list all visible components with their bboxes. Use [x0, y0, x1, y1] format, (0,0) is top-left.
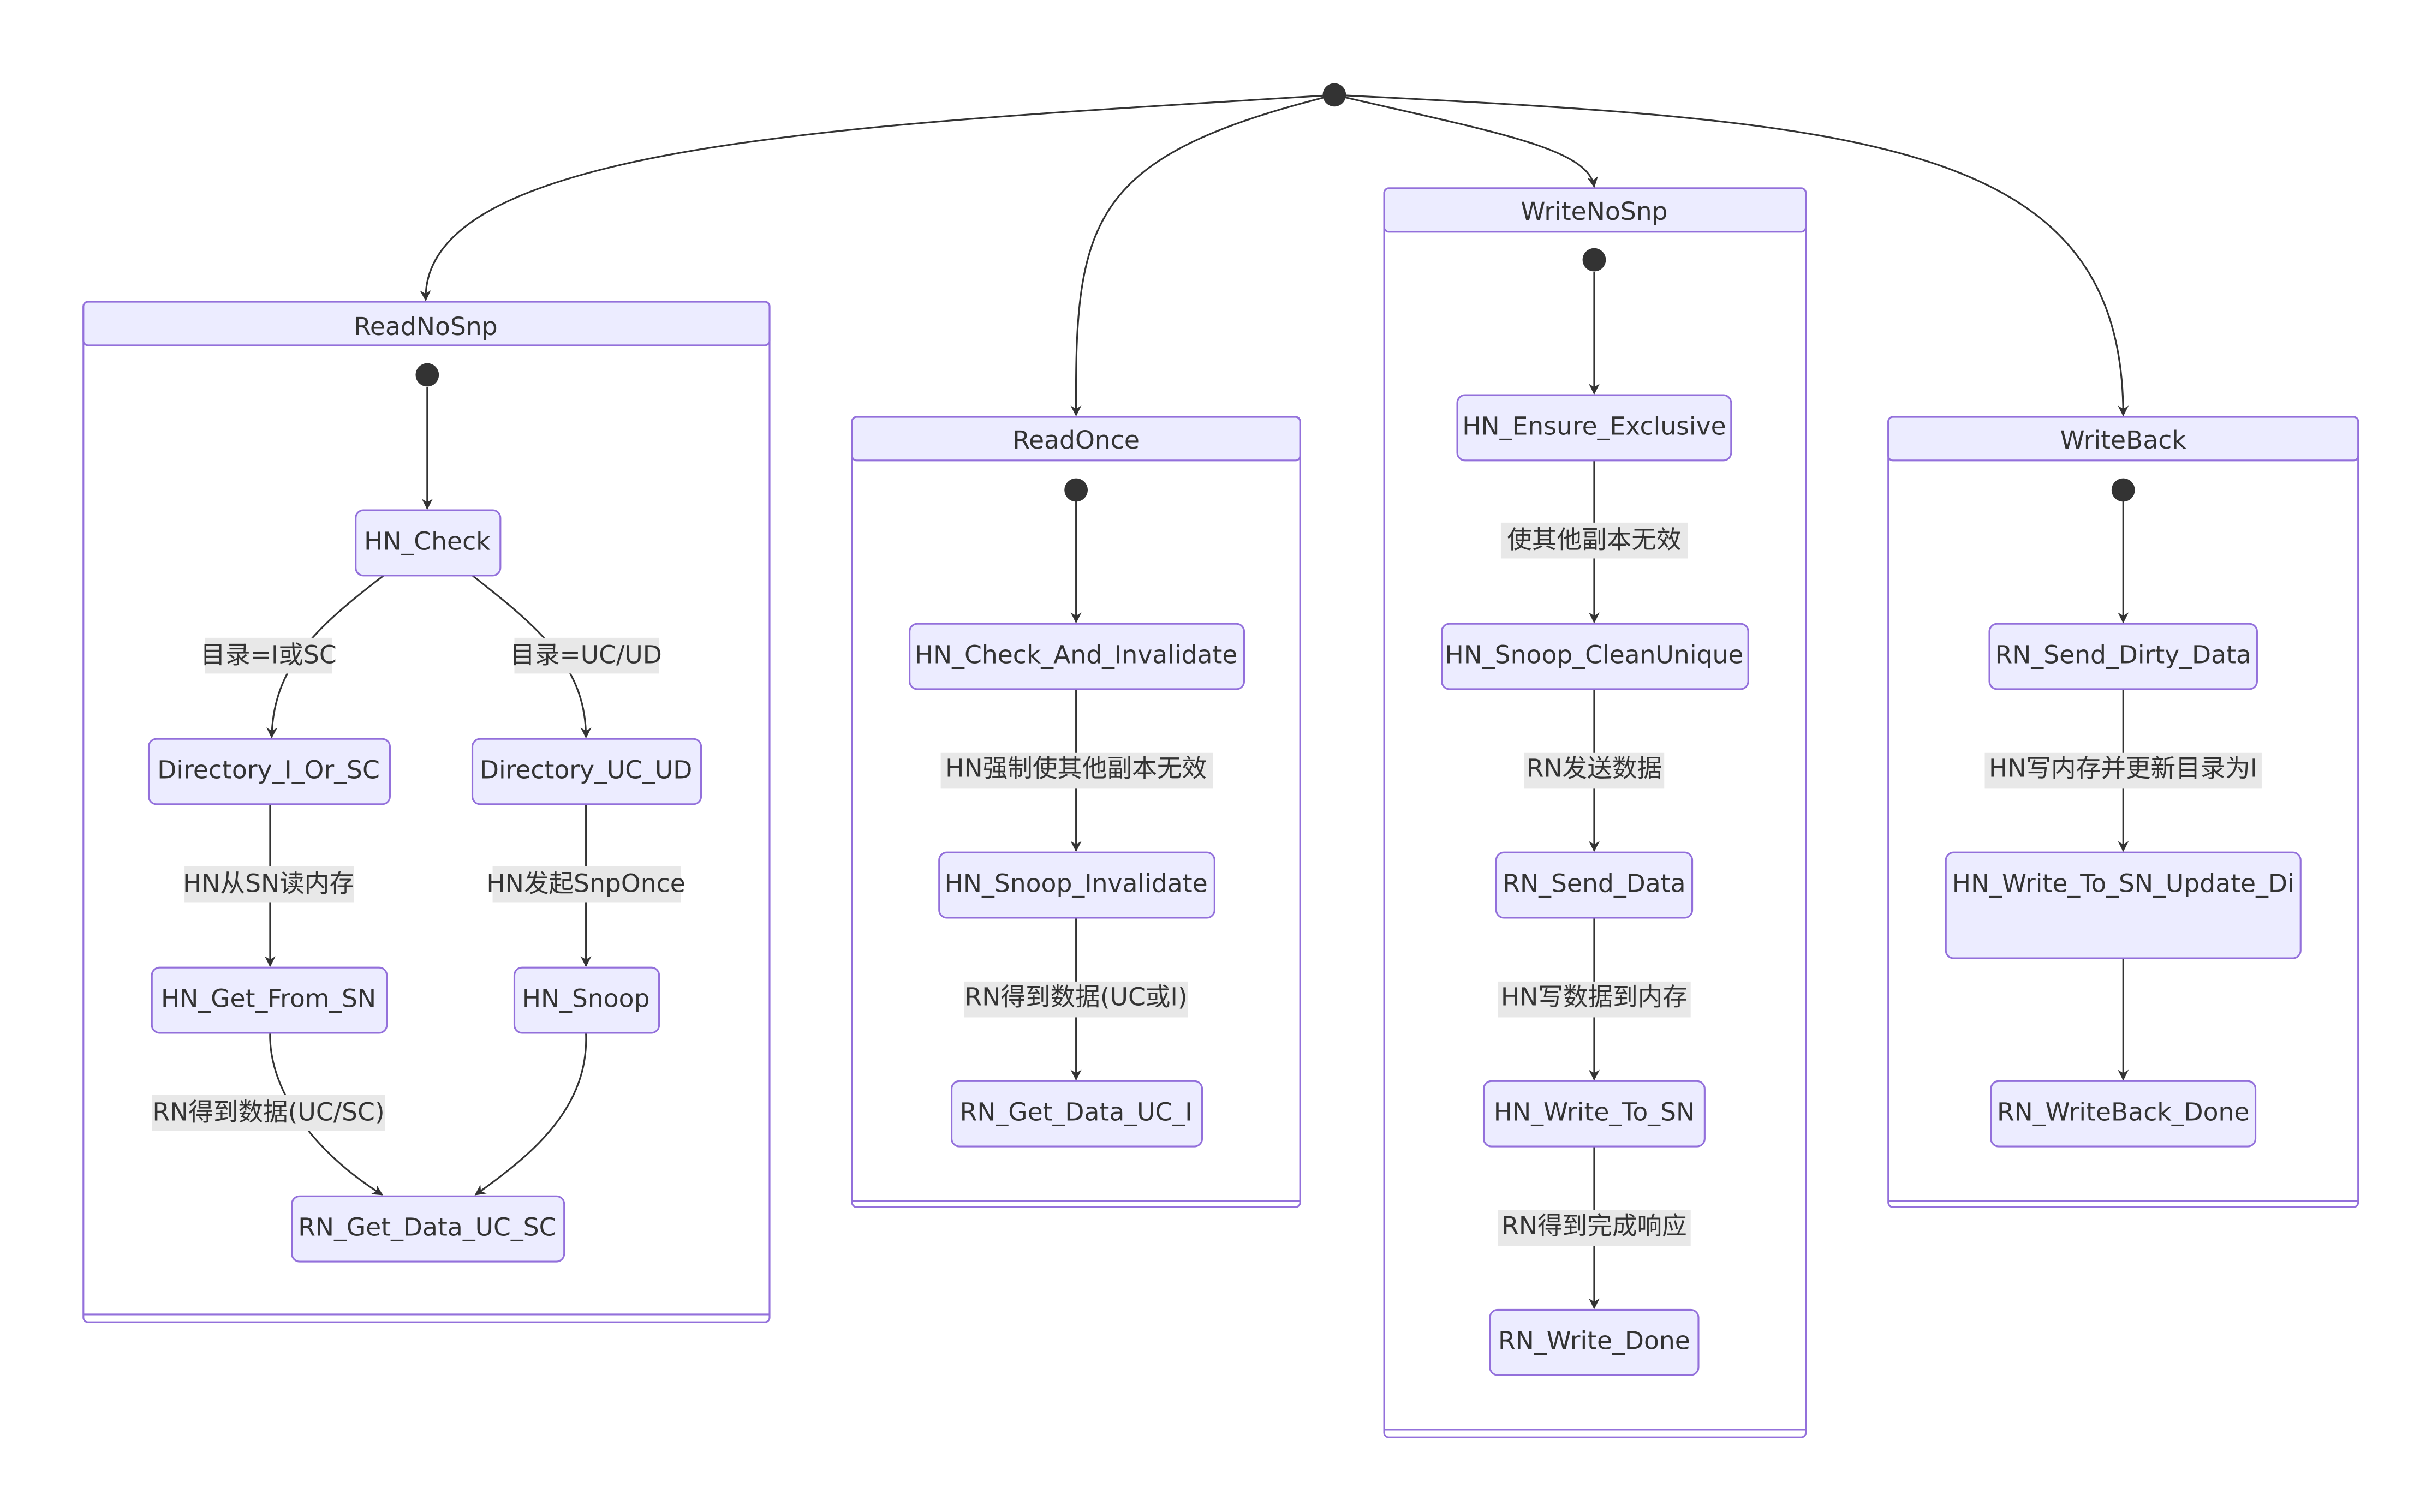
edge-start-to-readonce — [1070, 94, 1335, 417]
svg-text:RN得到数据(UC或I): RN得到数据(UC或I) — [965, 983, 1188, 1012]
svg-text:HN_Snoop_Invalidate: HN_Snoop_Invalidate — [945, 869, 1208, 898]
edge-label-invalidate-others: 使其他副本无效 — [1500, 522, 1688, 559]
svg-text:Directory_I_Or_SC: Directory_I_Or_SC — [157, 756, 380, 785]
svg-text:RN_Write_Done: RN_Write_Done — [1498, 1326, 1690, 1355]
svg-text:目录=UC/UD: 目录=UC/UD — [510, 641, 662, 670]
state-directory-uc-ud[interactable]: Directory_UC_UD — [471, 738, 702, 805]
svg-text:RN得到数据(UC/SC): RN得到数据(UC/SC) — [152, 1098, 384, 1127]
svg-text:HN强制使其他副本无效: HN强制使其他副本无效 — [945, 754, 1207, 783]
state-hn-check[interactable]: HN_Check — [355, 509, 502, 577]
svg-text:HN_Snoop_CleanUnique: HN_Snoop_CleanUnique — [1445, 641, 1743, 670]
state-hn-get-from-sn[interactable]: HN_Get_From_SN — [151, 966, 388, 1034]
readnosnp-start-dot — [415, 363, 439, 387]
edge-label-hn-write-data-to-mem: HN写数据到内存 — [1498, 981, 1691, 1018]
edge-label-rn-get-data-uc-i: RN得到数据(UC或I) — [964, 981, 1188, 1018]
edge-label-dir-uc-ud: 目录=UC/UD — [510, 637, 662, 674]
edge-label-rn-get-completion: RN得到完成响应 — [1498, 1210, 1691, 1246]
state-rn-write-done[interactable]: RN_Write_Done — [1489, 1308, 1700, 1376]
svg-text:RN发送数据: RN发送数据 — [1527, 754, 1662, 783]
edge-label-hn-issue-snponce: HN发起SnpOnce — [486, 866, 686, 903]
state-directory-i-or-sc[interactable]: Directory_I_Or_SC — [147, 738, 391, 805]
svg-text:HN_Write_To_SN: HN_Write_To_SN — [1494, 1098, 1695, 1127]
svg-text:RN得到完成响应: RN得到完成响应 — [1501, 1211, 1686, 1240]
edge-label-rn-send-data: RN发送数据 — [1524, 752, 1665, 789]
edge-start-to-writenosnp — [1334, 94, 1598, 188]
edge-label-dir-i-or-sc: 目录=I或SC — [200, 637, 337, 674]
edge-label-hn-read-from-sn: HN从SN读内存 — [183, 866, 354, 903]
state-rn-send-dirty-data[interactable]: RN_Send_Dirty_Data — [1988, 623, 2258, 690]
edge-label-hn-write-mem-update-dir: HN写内存并更新目录为I — [1984, 752, 2262, 789]
state-hn-snoop-invalidate[interactable]: HN_Snoop_Invalidate — [938, 851, 1215, 919]
writeback-start-dot — [2111, 478, 2135, 502]
state-hn-write-to-sn-update-di[interactable]: HN_Write_To_SN_Update_Di — [1945, 851, 2302, 959]
svg-text:HN_Check_And_Invalidate: HN_Check_And_Invalidate — [915, 641, 1238, 670]
svg-text:HN发起SnpOnce: HN发起SnpOnce — [486, 869, 685, 898]
svg-text:RN_WriteBack_Done: RN_WriteBack_Done — [1997, 1098, 2250, 1127]
svg-text:HN写数据到内存: HN写数据到内存 — [1501, 983, 1688, 1012]
edge-start-to-readnosnp — [420, 94, 1334, 302]
state-rn-send-data[interactable]: RN_Send_Data — [1495, 851, 1694, 919]
svg-text:HN_Get_From_SN: HN_Get_From_SN — [161, 984, 376, 1013]
svg-text:使其他副本无效: 使其他副本无效 — [1507, 525, 1681, 554]
state-hn-snoop-cleanunique[interactable]: HN_Snoop_CleanUnique — [1441, 623, 1749, 690]
cluster-title-readnosnp: ReadNoSnp — [354, 312, 497, 341]
readonce-start-dot — [1064, 478, 1088, 502]
svg-text:HN写内存并更新目录为I: HN写内存并更新目录为I — [1989, 754, 2257, 783]
state-rn-writeback-done[interactable]: RN_WriteBack_Done — [1990, 1080, 2257, 1148]
cluster-title-writenosnp: WriteNoSnp — [1521, 197, 1667, 226]
svg-text:HN_Snoop: HN_Snoop — [522, 984, 650, 1013]
svg-text:Directory_UC_UD: Directory_UC_UD — [480, 756, 693, 785]
svg-text:HN_Write_To_SN_Update_Di: HN_Write_To_SN_Update_Di — [1952, 869, 2294, 898]
state-hn-check-and-invalidate[interactable]: HN_Check_And_Invalidate — [909, 623, 1245, 690]
state-rn-get-data-uc-sc[interactable]: RN_Get_Data_UC_SC — [291, 1195, 565, 1263]
cluster-readnosnp: ReadNoSnp — [82, 301, 771, 1323]
edge-label-hn-force-invalidate: HN强制使其他副本无效 — [940, 752, 1213, 789]
state-hn-ensure-exclusive[interactable]: HN_Ensure_Exclusive — [1456, 394, 1732, 462]
edge-start-to-writeback — [1334, 94, 2129, 417]
top-edges — [420, 94, 2129, 417]
edge-label-rn-get-data-uc-sc: RN得到数据(UC/SC) — [152, 1095, 385, 1131]
svg-text:HN从SN读内存: HN从SN读内存 — [183, 869, 354, 898]
svg-text:RN_Get_Data_UC_SC: RN_Get_Data_UC_SC — [298, 1213, 556, 1242]
svg-text:RN_Send_Data: RN_Send_Data — [1503, 869, 1685, 898]
initial-state-dot — [1322, 83, 1346, 107]
svg-text:HN_Check: HN_Check — [364, 527, 491, 555]
svg-text:目录=I或SC: 目录=I或SC — [200, 641, 336, 670]
svg-text:HN_Ensure_Exclusive: HN_Ensure_Exclusive — [1462, 411, 1726, 440]
cluster-title-readonce: ReadOnce — [1012, 426, 1140, 455]
svg-text:RN_Get_Data_UC_I: RN_Get_Data_UC_I — [960, 1098, 1193, 1127]
svg-text:RN_Send_Dirty_Data: RN_Send_Dirty_Data — [1995, 641, 2251, 670]
writenosnp-start-dot — [1582, 248, 1606, 272]
cluster-title-writeback: WriteBack — [2060, 426, 2187, 455]
state-rn-get-data-uc-i[interactable]: RN_Get_Data_UC_I — [950, 1080, 1203, 1148]
state-hn-write-to-sn[interactable]: HN_Write_To_SN — [1482, 1080, 1706, 1148]
state-hn-snoop[interactable]: HN_Snoop — [513, 966, 660, 1034]
